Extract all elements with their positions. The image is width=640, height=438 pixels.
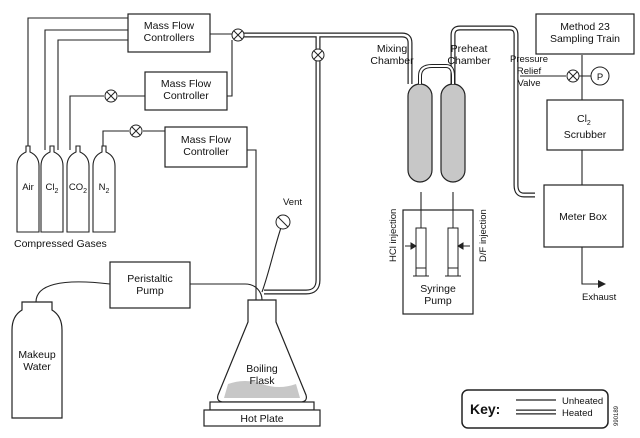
heated-lines xyxy=(244,25,535,295)
svg-text:P: P xyxy=(597,72,603,83)
exhaust-label: Exhaust xyxy=(582,292,617,303)
key-unheated-label: Unheated xyxy=(562,396,603,407)
gas-cylinder-label: Air xyxy=(22,182,34,193)
syringe-df xyxy=(445,210,470,277)
valve-icon xyxy=(104,89,118,103)
gas-cylinder-label: Cl2 xyxy=(46,182,59,195)
vent-label: Vent xyxy=(283,197,302,208)
pressure-relief-valve-icon xyxy=(566,69,580,83)
hcl-injection-label: HCl injection xyxy=(388,209,399,262)
key-legend: Key: Unheated Heated xyxy=(461,389,609,429)
key-heated-label: Heated xyxy=(562,408,593,419)
unheated-lines xyxy=(27,17,602,303)
valve-icon xyxy=(129,124,143,138)
cl2-scrubber-label: Scrubber xyxy=(564,129,607,141)
gas-cylinder: Cl2 xyxy=(40,145,64,233)
gas-cylinder: Air xyxy=(16,145,40,233)
df-injection-label: D/F injection xyxy=(478,209,489,262)
meter-box-label: Meter Box xyxy=(559,211,608,223)
cl2-scrubber-box: Cl2 Scrubber xyxy=(546,99,624,151)
hot-plate: Hot Plate xyxy=(203,401,321,427)
figure-id: 990189 xyxy=(614,405,620,426)
hot-plate-label: Hot Plate xyxy=(240,413,283,425)
mixing-chamber xyxy=(407,64,446,183)
valve-icon xyxy=(311,48,325,62)
gas-cylinder: CO2 xyxy=(66,145,90,233)
vent-valve-icon xyxy=(275,214,291,230)
gas-cylinder-label: N2 xyxy=(99,182,110,195)
meter-box: Meter Box xyxy=(543,184,624,248)
cl2-scrubber-title: Cl2 xyxy=(577,113,591,127)
preheat-chamber xyxy=(440,64,466,183)
valve-icon xyxy=(231,28,245,42)
gas-cylinder-label: CO2 xyxy=(69,182,87,195)
gas-cylinders: Air Cl2 CO2 N2 xyxy=(16,145,116,233)
key-title: Key: xyxy=(470,401,500,417)
pressure-gauge-icon: P xyxy=(590,66,610,86)
syringe-hcl xyxy=(405,210,429,277)
compressed-gases-label: Compressed Gases xyxy=(14,238,107,250)
gas-cylinder: N2 xyxy=(92,145,116,233)
